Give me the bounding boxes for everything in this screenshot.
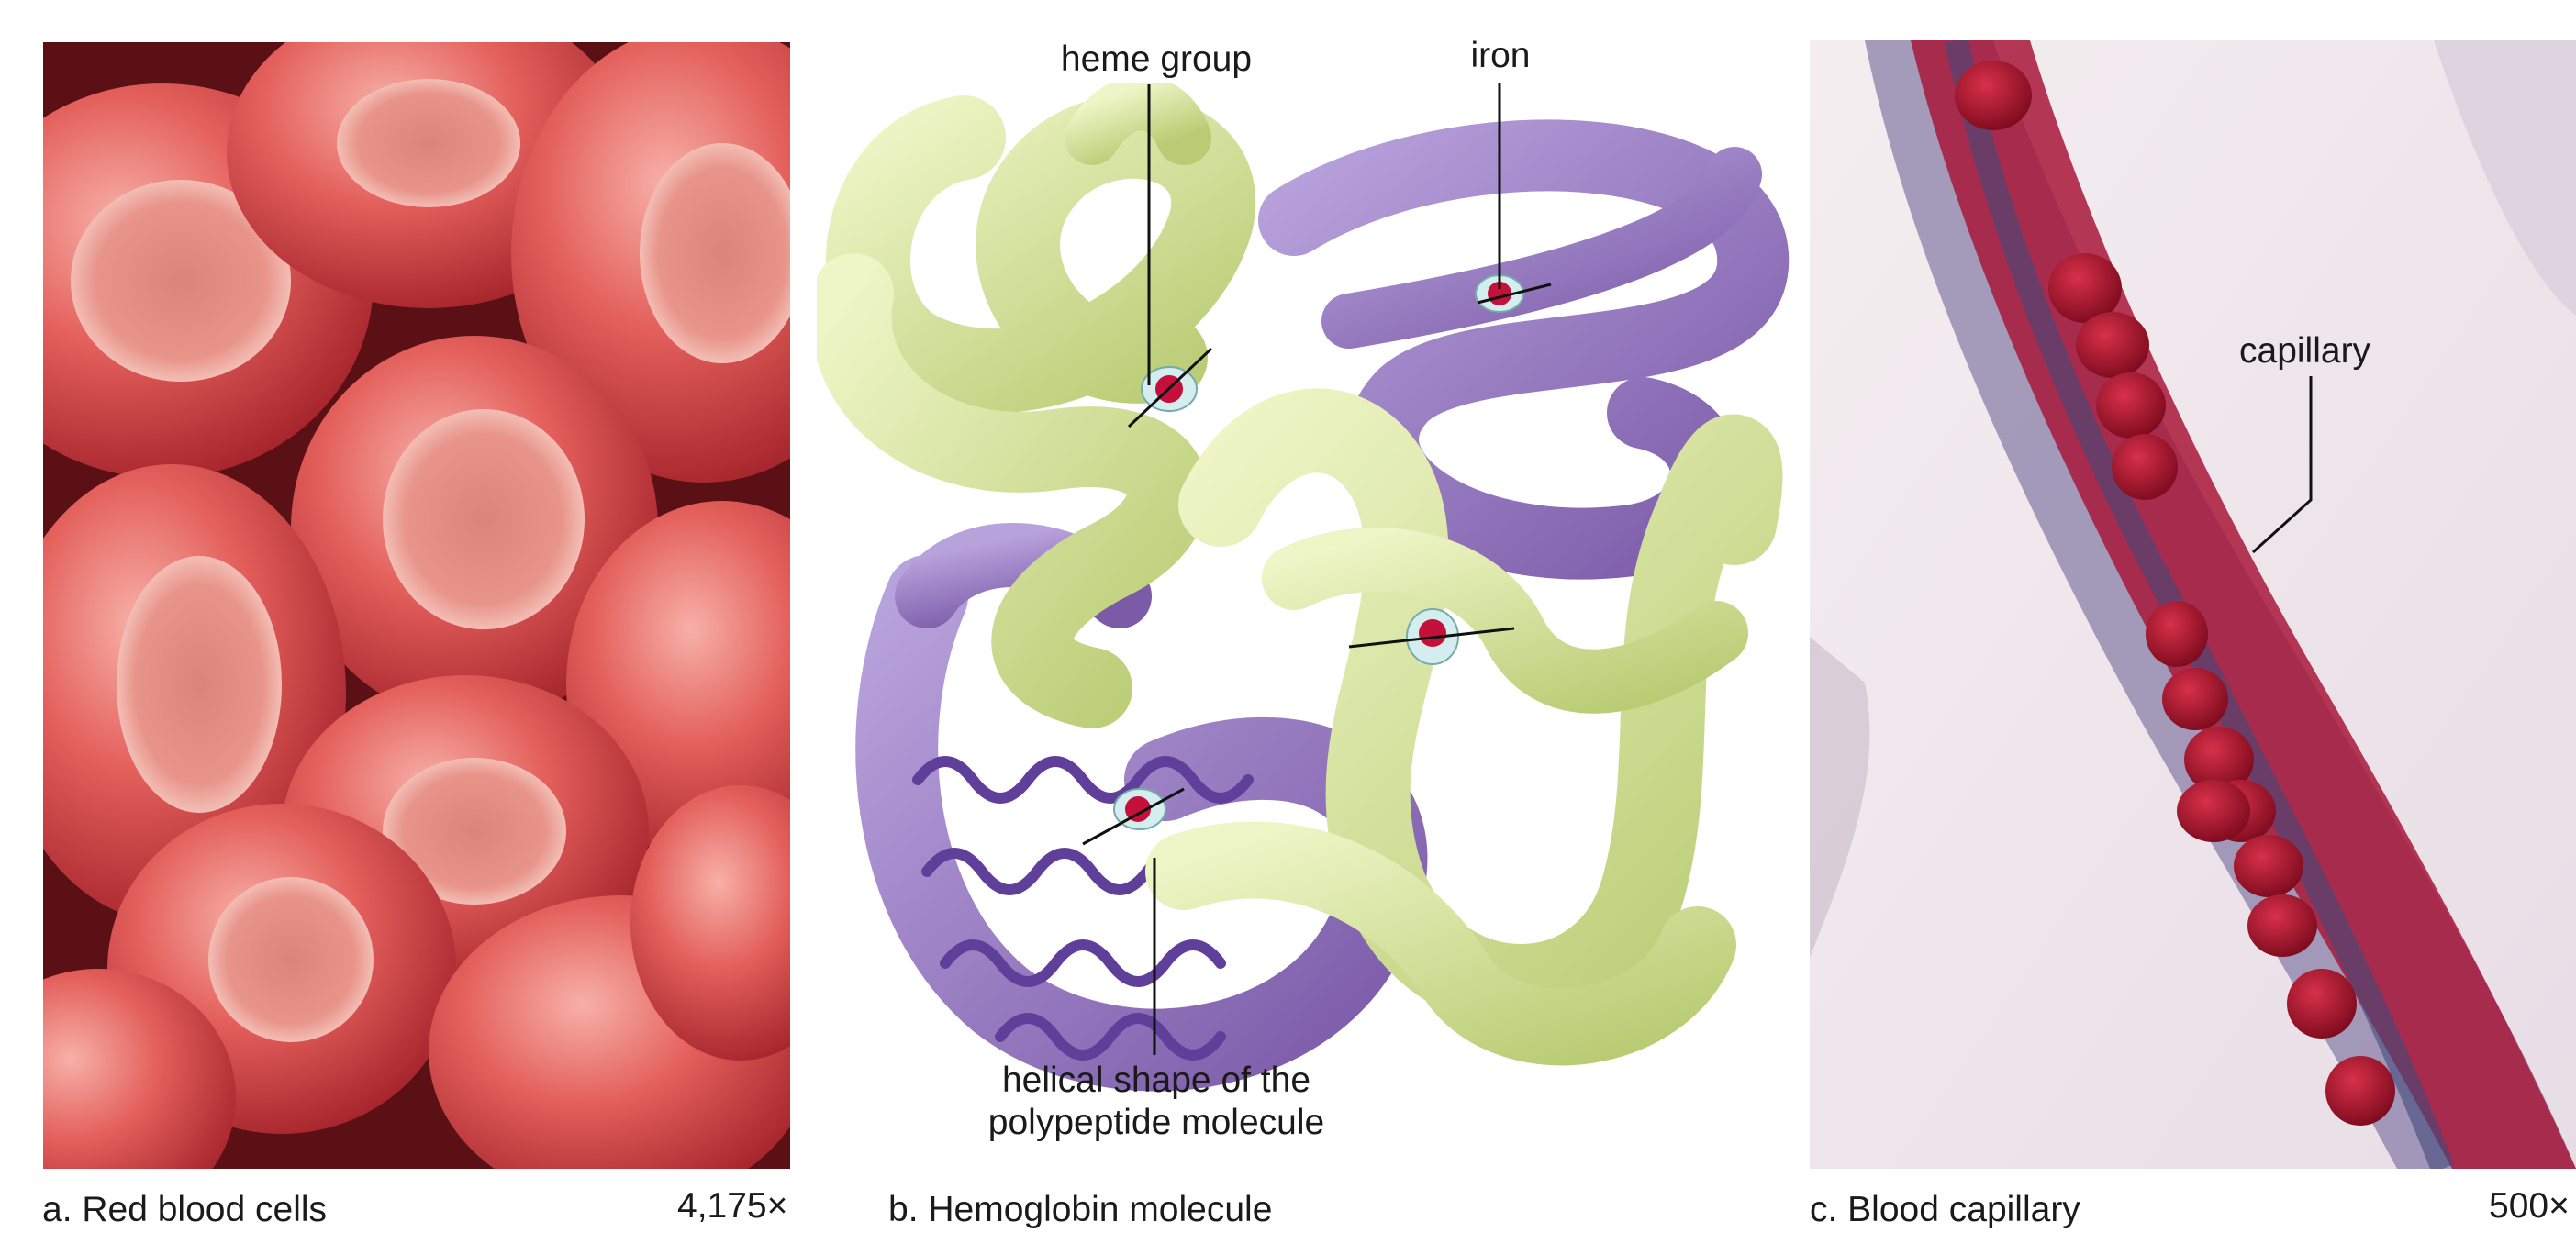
helical-shape-label-line2: polypeptide molecule: [987, 1103, 1325, 1142]
hemoglobin-molecule-illustration: [817, 83, 1799, 1092]
caption-hemoglobin-molecule: b. Hemoglobin molecule: [888, 1190, 1273, 1229]
magnification-blood-capillary: 500×: [2489, 1186, 2570, 1226]
helical-shape-label-line1: helical shape of the: [1001, 1061, 1311, 1100]
green-globin-chain-bottom: [1145, 388, 1783, 1066]
caption-red-blood-cells: a. Red blood cells: [42, 1190, 328, 1229]
helical-shape-label: helical shape of the polypeptide molecul…: [964, 1060, 1349, 1144]
capillary-label: capillary: [2239, 331, 2371, 371]
magnification-red-blood-cells: 4,175×: [677, 1186, 788, 1226]
caption-blood-capillary: c. Blood capillary: [1810, 1190, 2080, 1229]
heme-group-label: heme group: [1060, 39, 1253, 79]
blood-capillary-micrograph: [1810, 40, 2576, 1169]
rbc-cluster: [43, 42, 790, 1169]
red-blood-cells-micrograph: [43, 42, 790, 1169]
iron-label: iron: [1470, 36, 1531, 75]
rbc-column: [1955, 61, 2395, 1126]
green-globin-chain-top: [817, 83, 1256, 728]
